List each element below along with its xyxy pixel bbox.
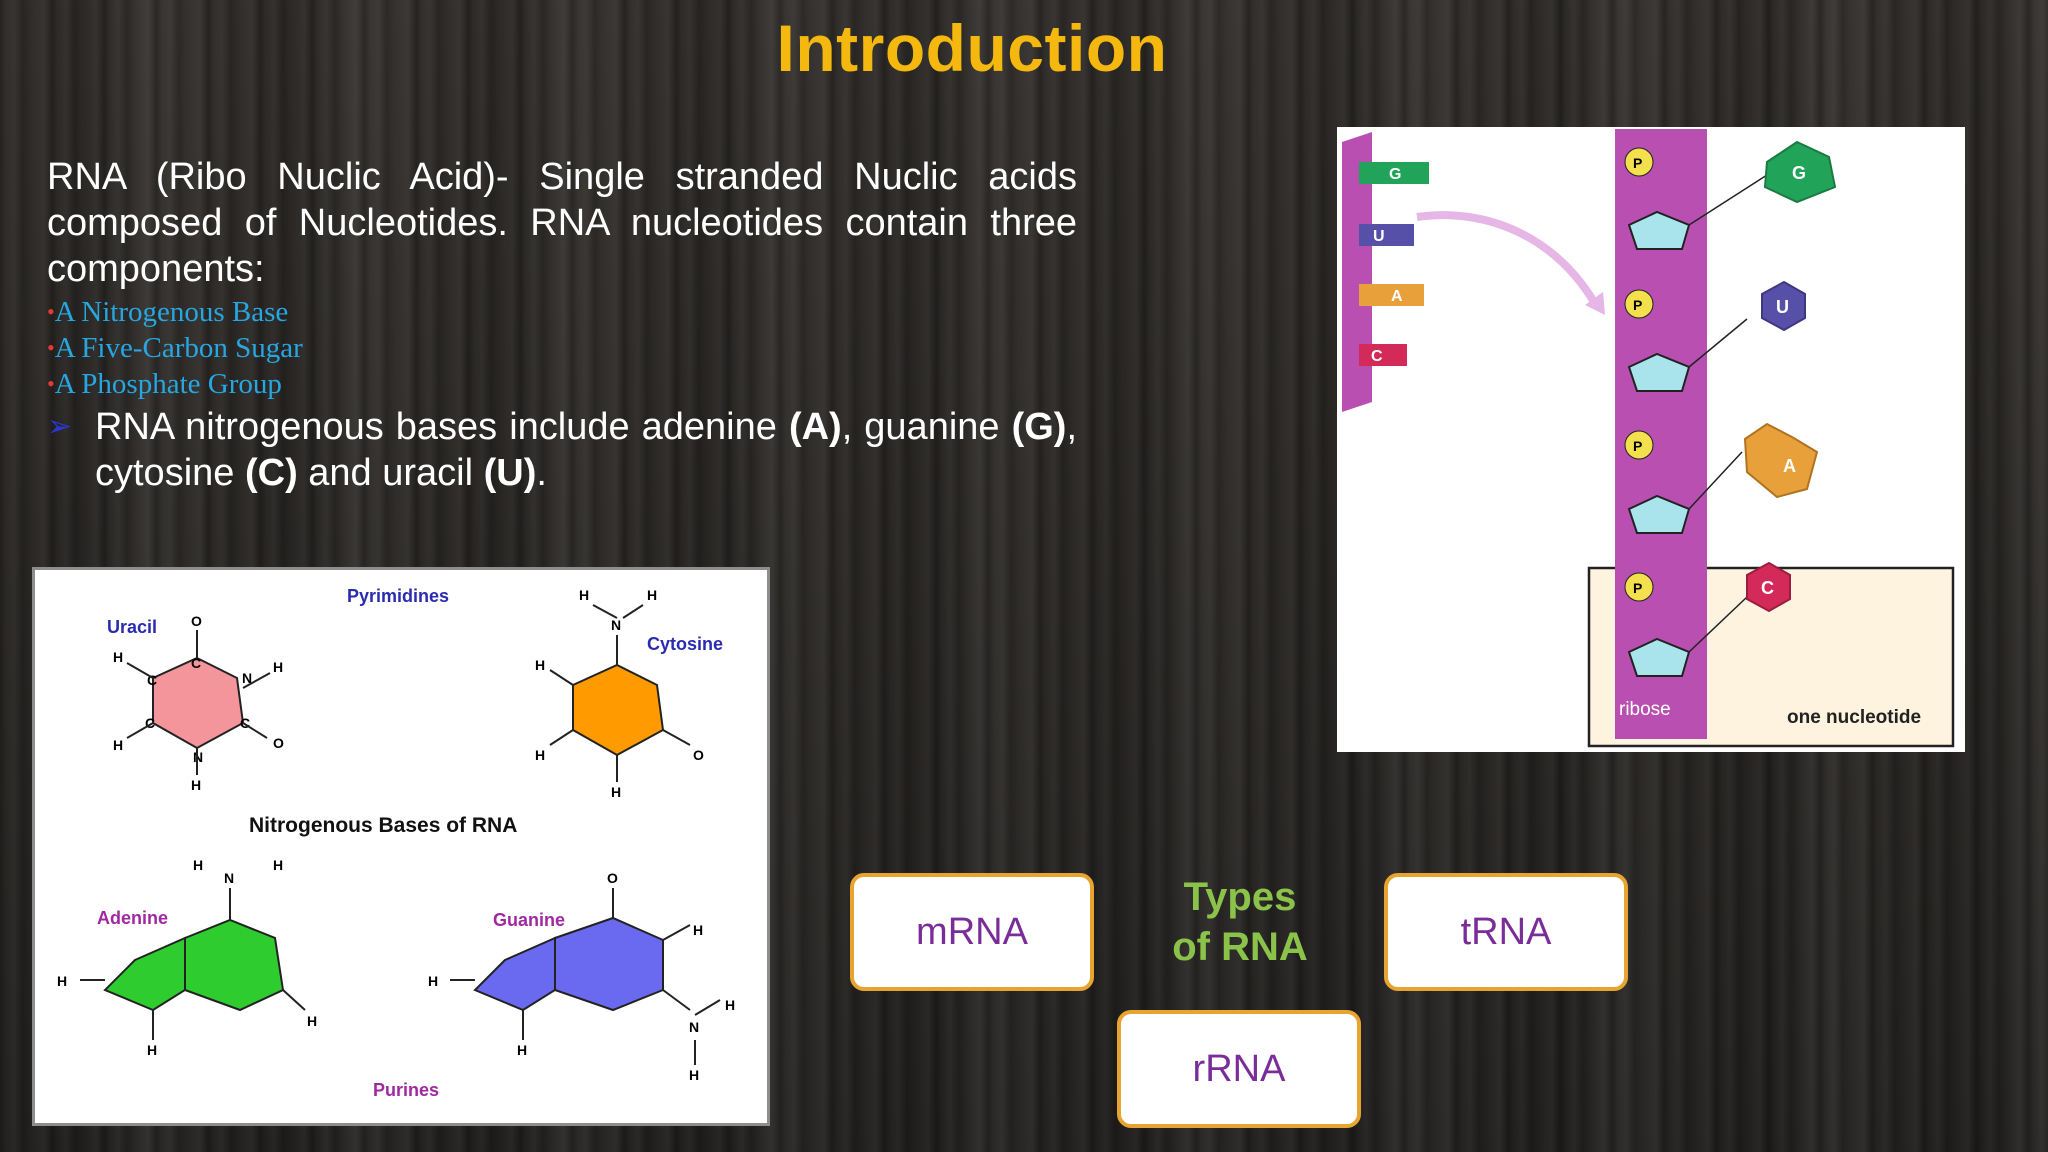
cytosine-label: Cytosine [647,634,723,654]
list-item: •A Nitrogenous Base [47,296,289,328]
svg-text:H: H [113,737,123,753]
svg-text:H: H [611,784,621,800]
svg-text:H: H [191,777,201,793]
svg-text:H: H [113,649,123,665]
components-list: •A Nitrogenous Base •A Five-Carbon Sugar… [47,294,303,402]
svg-text:H: H [273,659,283,675]
svg-text:A: A [1391,288,1403,305]
svg-text:H: H [57,973,67,989]
pyrimidines-label: Pyrimidines [347,586,449,606]
base-g-shape [1763,140,1837,204]
curved-arrow-icon [1416,211,1601,309]
base-u-shape [1761,280,1806,332]
small-strand [1342,132,1372,412]
purines-label: Purines [373,1080,439,1100]
svg-text:H: H [193,857,203,873]
svg-text:N: N [689,1019,699,1035]
guanine-ring-left [473,936,556,1012]
svg-text:H: H [273,857,283,873]
svg-text:U: U [1776,297,1789,317]
svg-text:H: H [307,1013,317,1029]
svg-text:N: N [224,870,234,886]
svg-text:C: C [1371,348,1383,365]
slide-title: Introduction [776,11,1168,85]
rrna-box: rRNA [1117,1010,1361,1128]
svg-text:H: H [693,922,703,938]
cytosine-ring [572,663,665,757]
svg-text:H: H [689,1067,699,1083]
svg-text:A: A [1783,456,1796,476]
list-item: •A Five-Carbon Sugar [47,332,303,364]
intro-paragraph: RNA (Ribo Nuclic Acid)- Single stranded … [47,156,1077,290]
svg-text:N: N [193,749,203,765]
svg-text:H: H [147,1042,157,1058]
uracil-ring [152,656,245,750]
svg-text:H: H [725,997,735,1013]
nucleotide-unit: P C [1624,561,1791,677]
base-c-shape [1746,561,1791,613]
adenine-ring-right [184,918,285,1012]
nucleotide-unit: P A [1624,422,1819,534]
arrow-bullet-icon: ➢ [47,410,73,443]
figure-title: Nitrogenous Bases of RNA [249,814,517,837]
svg-text:H: H [647,587,657,603]
svg-text:C: C [1761,578,1774,598]
svg-text:H: H [428,973,438,989]
adenine-ring-left [103,936,186,1012]
svg-text:O: O [693,747,704,763]
svg-text:P: P [1633,297,1642,313]
svg-text:G: G [1389,166,1401,183]
list-item: •A Phosphate Group [47,368,282,400]
svg-text:O: O [273,735,284,751]
base-a-shape [1743,422,1819,499]
svg-text:H: H [535,747,545,763]
svg-text:C: C [240,715,250,731]
svg-text:N: N [242,670,252,686]
svg-text:O: O [191,613,202,629]
guanine-label: Guanine [493,910,565,930]
nucleotide-unit: P G [1624,140,1837,250]
nucleotide-figure: G U A C P G P U P A [1337,127,1965,752]
svg-text:P: P [1633,438,1642,454]
types-of-rna-label: Types of RNA [1172,875,1308,969]
svg-text:P: P [1633,155,1642,171]
svg-text:P: P [1633,580,1642,596]
svg-text:U: U [1373,228,1385,245]
one-nucleotide-label: one nucleotide [1787,707,1921,728]
svg-text:H: H [535,657,545,673]
svg-text:N: N [611,617,621,633]
ribose-label: ribose [1619,699,1671,720]
svg-text:C: C [191,655,201,671]
adenine-label: Adenine [97,908,168,928]
nucleotide-unit: P U [1624,280,1806,392]
svg-text:C: C [145,715,155,731]
svg-text:H: H [579,587,589,603]
mrna-box: mRNA [850,873,1094,991]
bases-paragraph: ➢ RNA nitrogenous bases include adenine … [47,406,1077,494]
svg-text:G: G [1792,163,1806,183]
guanine-ring-right [554,916,664,1012]
svg-text:C: C [147,672,157,688]
trna-box: tRNA [1384,873,1628,991]
svg-text:H: H [517,1042,527,1058]
svg-text:O: O [607,870,618,886]
uracil-label: Uracil [107,617,157,637]
